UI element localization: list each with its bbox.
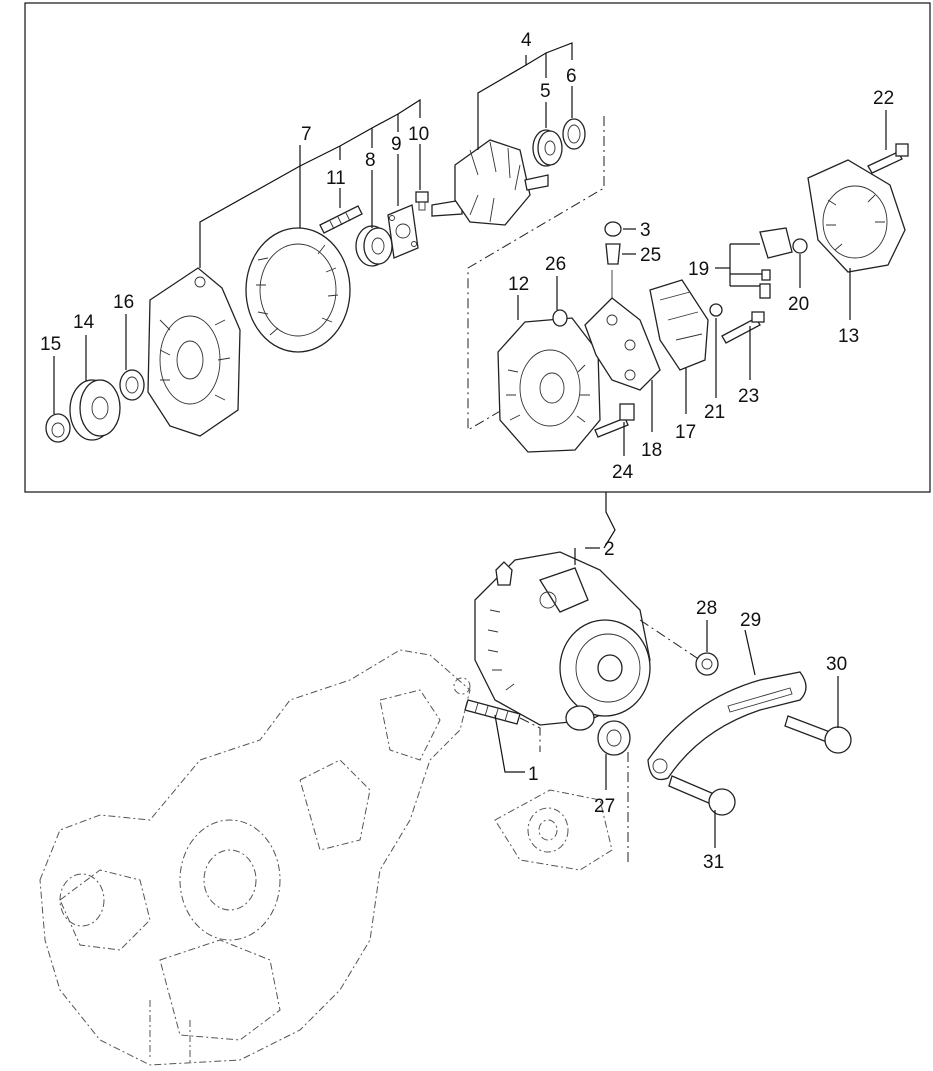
part-30-adjusting-bolt — [784, 715, 852, 754]
part-25-terminal-insulator — [605, 243, 621, 265]
callout-8: 8 — [365, 150, 376, 171]
callout-20: 20 — [788, 294, 809, 315]
callout-6: 6 — [566, 66, 577, 87]
callout-labels: 4 5 6 7 8 9 10 11 12 13 14 15 16 17 18 1… — [40, 30, 894, 873]
callout-3: 3 — [640, 220, 651, 241]
part-5-bearing — [532, 129, 563, 167]
part-15-pulley-nut — [45, 413, 71, 443]
engine-block-phantom — [39, 649, 471, 1066]
part-9-bearing-retainer — [387, 204, 419, 259]
part-1-stud-bolt — [453, 677, 521, 725]
part-10-screw — [415, 191, 429, 211]
callout-5: 5 — [540, 81, 551, 102]
part-20-nut — [792, 238, 808, 254]
part-2-alternator-assembly — [474, 551, 651, 731]
leader-lines — [53, 42, 887, 848]
part-28-spacer — [695, 652, 719, 676]
callout-19: 19 — [688, 259, 709, 280]
part-22-cover-bolt — [867, 143, 909, 174]
part-8-bearing — [355, 225, 393, 267]
part-19-brush-holder — [759, 227, 793, 299]
part-3-terminal-nut — [604, 221, 622, 237]
callout-9: 9 — [391, 134, 402, 155]
part-18-rectifier — [584, 270, 661, 391]
part-6-bearing-cover — [562, 118, 586, 150]
part-31-pivot-bolt — [668, 775, 736, 816]
callout-31: 31 — [703, 852, 724, 873]
part-14-pulley — [69, 379, 121, 441]
callout-1: 1 — [528, 764, 539, 785]
callout-7: 7 — [301, 124, 312, 145]
callout-2: 2 — [604, 539, 615, 560]
callout-16: 16 — [113, 292, 134, 313]
callout-25: 25 — [640, 245, 661, 266]
part-23-through-bolt — [721, 311, 765, 344]
part-16-spacer-collar — [119, 369, 145, 401]
callout-18: 18 — [641, 440, 662, 461]
part-4-rotor — [431, 139, 549, 226]
callout-10: 10 — [408, 124, 429, 145]
detail-frame — [24, 2, 931, 549]
callout-27: 27 — [594, 796, 615, 817]
callout-14: 14 — [73, 312, 95, 333]
callout-22: 22 — [873, 88, 894, 109]
callout-29: 29 — [740, 610, 761, 631]
part-26-nut — [552, 309, 568, 327]
callout-28: 28 — [696, 598, 717, 619]
callout-13: 13 — [838, 326, 859, 347]
part-27-mounting-nut — [597, 720, 631, 756]
part-7-drive-end-frame — [147, 267, 241, 437]
part-13-rear-cover — [807, 159, 906, 273]
callout-15: 15 — [40, 334, 61, 355]
part-7-stator — [245, 227, 351, 353]
callout-17: 17 — [675, 422, 696, 443]
mounting-bracket-phantom — [494, 789, 613, 871]
part-11-stud-bolt — [319, 205, 363, 234]
part-21-screw — [709, 303, 723, 317]
callout-30: 30 — [826, 654, 847, 675]
part-17-regulator — [649, 279, 709, 371]
alignment-guide-stud — [519, 717, 541, 752]
callout-24: 24 — [612, 462, 634, 483]
callout-12: 12 — [508, 274, 529, 295]
callout-23: 23 — [738, 386, 759, 407]
callout-26: 26 — [545, 254, 566, 275]
callout-21: 21 — [704, 402, 725, 423]
callout-4: 4 — [521, 30, 532, 51]
part-29-adjusting-bar — [647, 671, 807, 781]
alignment-guide-spacer — [639, 619, 701, 661]
part-24-terminal-bolt — [594, 403, 635, 438]
callout-11: 11 — [326, 168, 346, 189]
part-12-rear-end-frame — [497, 317, 601, 453]
